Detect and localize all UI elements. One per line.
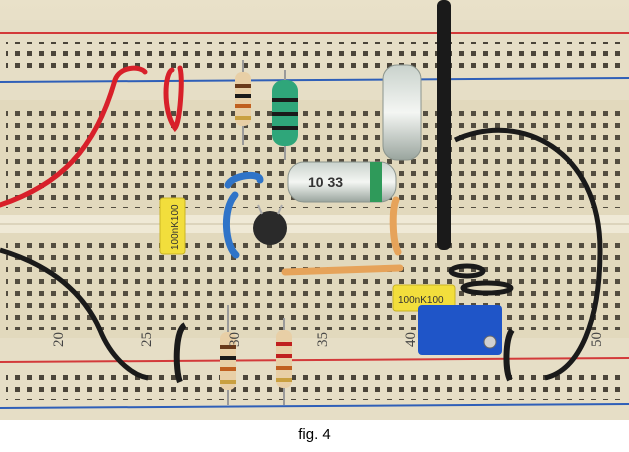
black-jumper-right (503, 328, 515, 382)
red-jumper (163, 65, 184, 133)
cap-left-label: 100nK100 (170, 204, 181, 250)
red-wire (0, 65, 148, 208)
row-number-25: 25 (139, 332, 155, 347)
bottom-red-line (0, 357, 629, 363)
electrolytic-label: 10 33 (308, 174, 343, 190)
row-number-20: 20 (51, 332, 67, 347)
row-number-35: 35 (315, 332, 331, 347)
black-loop-2 (460, 280, 514, 296)
lower-terminal-holes (6, 240, 626, 330)
black-wire-left (0, 247, 149, 381)
capacitor-horizontal (287, 161, 397, 203)
row-number-40: 40 (403, 332, 419, 347)
trimmer-potentiometer (418, 305, 502, 355)
top-rail-holes (6, 42, 626, 74)
blue-wire-top (224, 171, 264, 189)
bottom-blue-line (0, 403, 629, 409)
black-wire-vertical (437, 0, 451, 250)
transistor (253, 211, 287, 245)
breadboard-illustration: 10 33 100nK100 100nK100 (0, 0, 629, 420)
breadboard-photo: 10 33 100nK100 100nK100 20 25 30 35 40 5… (0, 0, 629, 420)
yellow-capacitor-left: 100nK100 (159, 197, 186, 255)
row-number-30: 30 (227, 332, 243, 347)
bottom-rail-holes (6, 368, 626, 400)
capacitor-vertical (382, 64, 422, 161)
blue-wire-side (222, 191, 240, 259)
black-loop-1 (448, 263, 486, 279)
figure-caption: fig. 4 (298, 426, 331, 443)
top-blue-line (0, 77, 629, 83)
orange-wire-vertical (389, 196, 402, 256)
black-wire-loop (453, 127, 603, 381)
cap-right-label: 100nK100 (398, 295, 444, 306)
row-number-50: 50 (589, 332, 605, 347)
black-jumper-left (173, 322, 188, 384)
orange-wire-horizontal (281, 264, 404, 276)
